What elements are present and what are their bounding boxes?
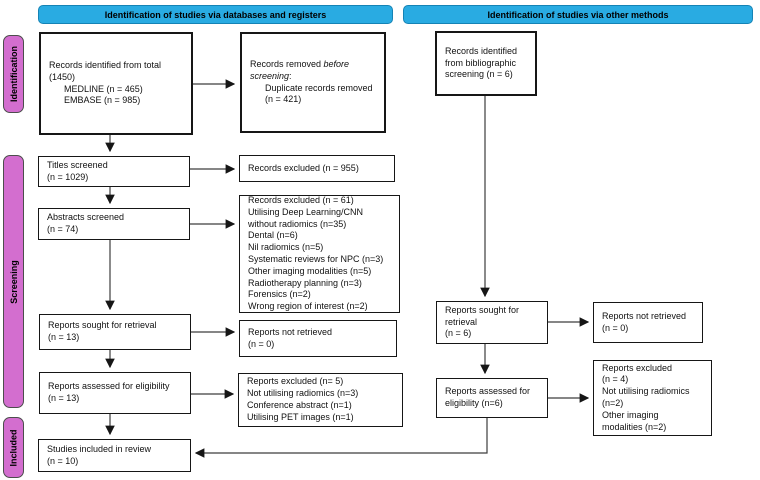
box-reports-sought-databases: Reports sought for retrieval (n = 13) xyxy=(39,314,191,350)
box-records-identified-bibliographic: Records identified from bibliographic sc… xyxy=(435,31,537,96)
box-titles-screened: Titles screened (n = 1029) xyxy=(38,156,190,187)
box-reports-assessed-databases: Reports assessed for eligibility (n = 13… xyxy=(39,372,191,414)
box-records-excluded-abstracts: Records excluded (n = 61) Utilising Deep… xyxy=(239,195,400,313)
header-other-methods: Identification of studies via other meth… xyxy=(403,5,753,24)
box-records-excluded-titles: Records excluded (n = 955) xyxy=(239,155,395,182)
box-reports-not-retrieved-databases: Reports not retrieved (n = 0) xyxy=(239,320,397,357)
box-reports-excluded-other: Reports excluded (n = 4) Not utilising r… xyxy=(593,360,712,436)
box-reports-assessed-other: Reports assessed for eligibility (n=6) xyxy=(436,378,548,418)
records-removed-prefix: Records removed xyxy=(250,58,324,69)
box-reports-not-retrieved-other: Reports not retrieved (n = 0) xyxy=(593,302,703,343)
phase-screening-label: Screening xyxy=(8,259,19,304)
phase-screening: Screening xyxy=(3,155,24,408)
records-removed-text: Records removed before screening: Duplic… xyxy=(250,59,373,106)
box-records-identified-databases: Records identified from total (1450) MED… xyxy=(39,32,193,135)
phase-identification-label: Identification xyxy=(8,46,19,102)
records-removed-suffix: : Duplicate records removed (n = 421) xyxy=(265,70,373,105)
box-records-removed-before-screening: Records removed before screening: Duplic… xyxy=(240,32,386,133)
box-studies-included: Studies included in review (n = 10) xyxy=(38,439,191,472)
phase-included: Included xyxy=(3,417,24,478)
box-reports-excluded-databases: Reports excluded (n= 5) Not utilising ra… xyxy=(238,373,403,427)
header-databases-registers: Identification of studies via databases … xyxy=(38,5,393,24)
phase-included-label: Included xyxy=(8,428,19,467)
box-abstracts-screened: Abstracts screened (n = 74) xyxy=(38,208,190,240)
phase-identification: Identification xyxy=(3,35,24,113)
records-removed-italic: before screening xyxy=(250,58,350,81)
box-reports-sought-other: Reports sought for retrieval (n = 6) xyxy=(436,301,548,344)
